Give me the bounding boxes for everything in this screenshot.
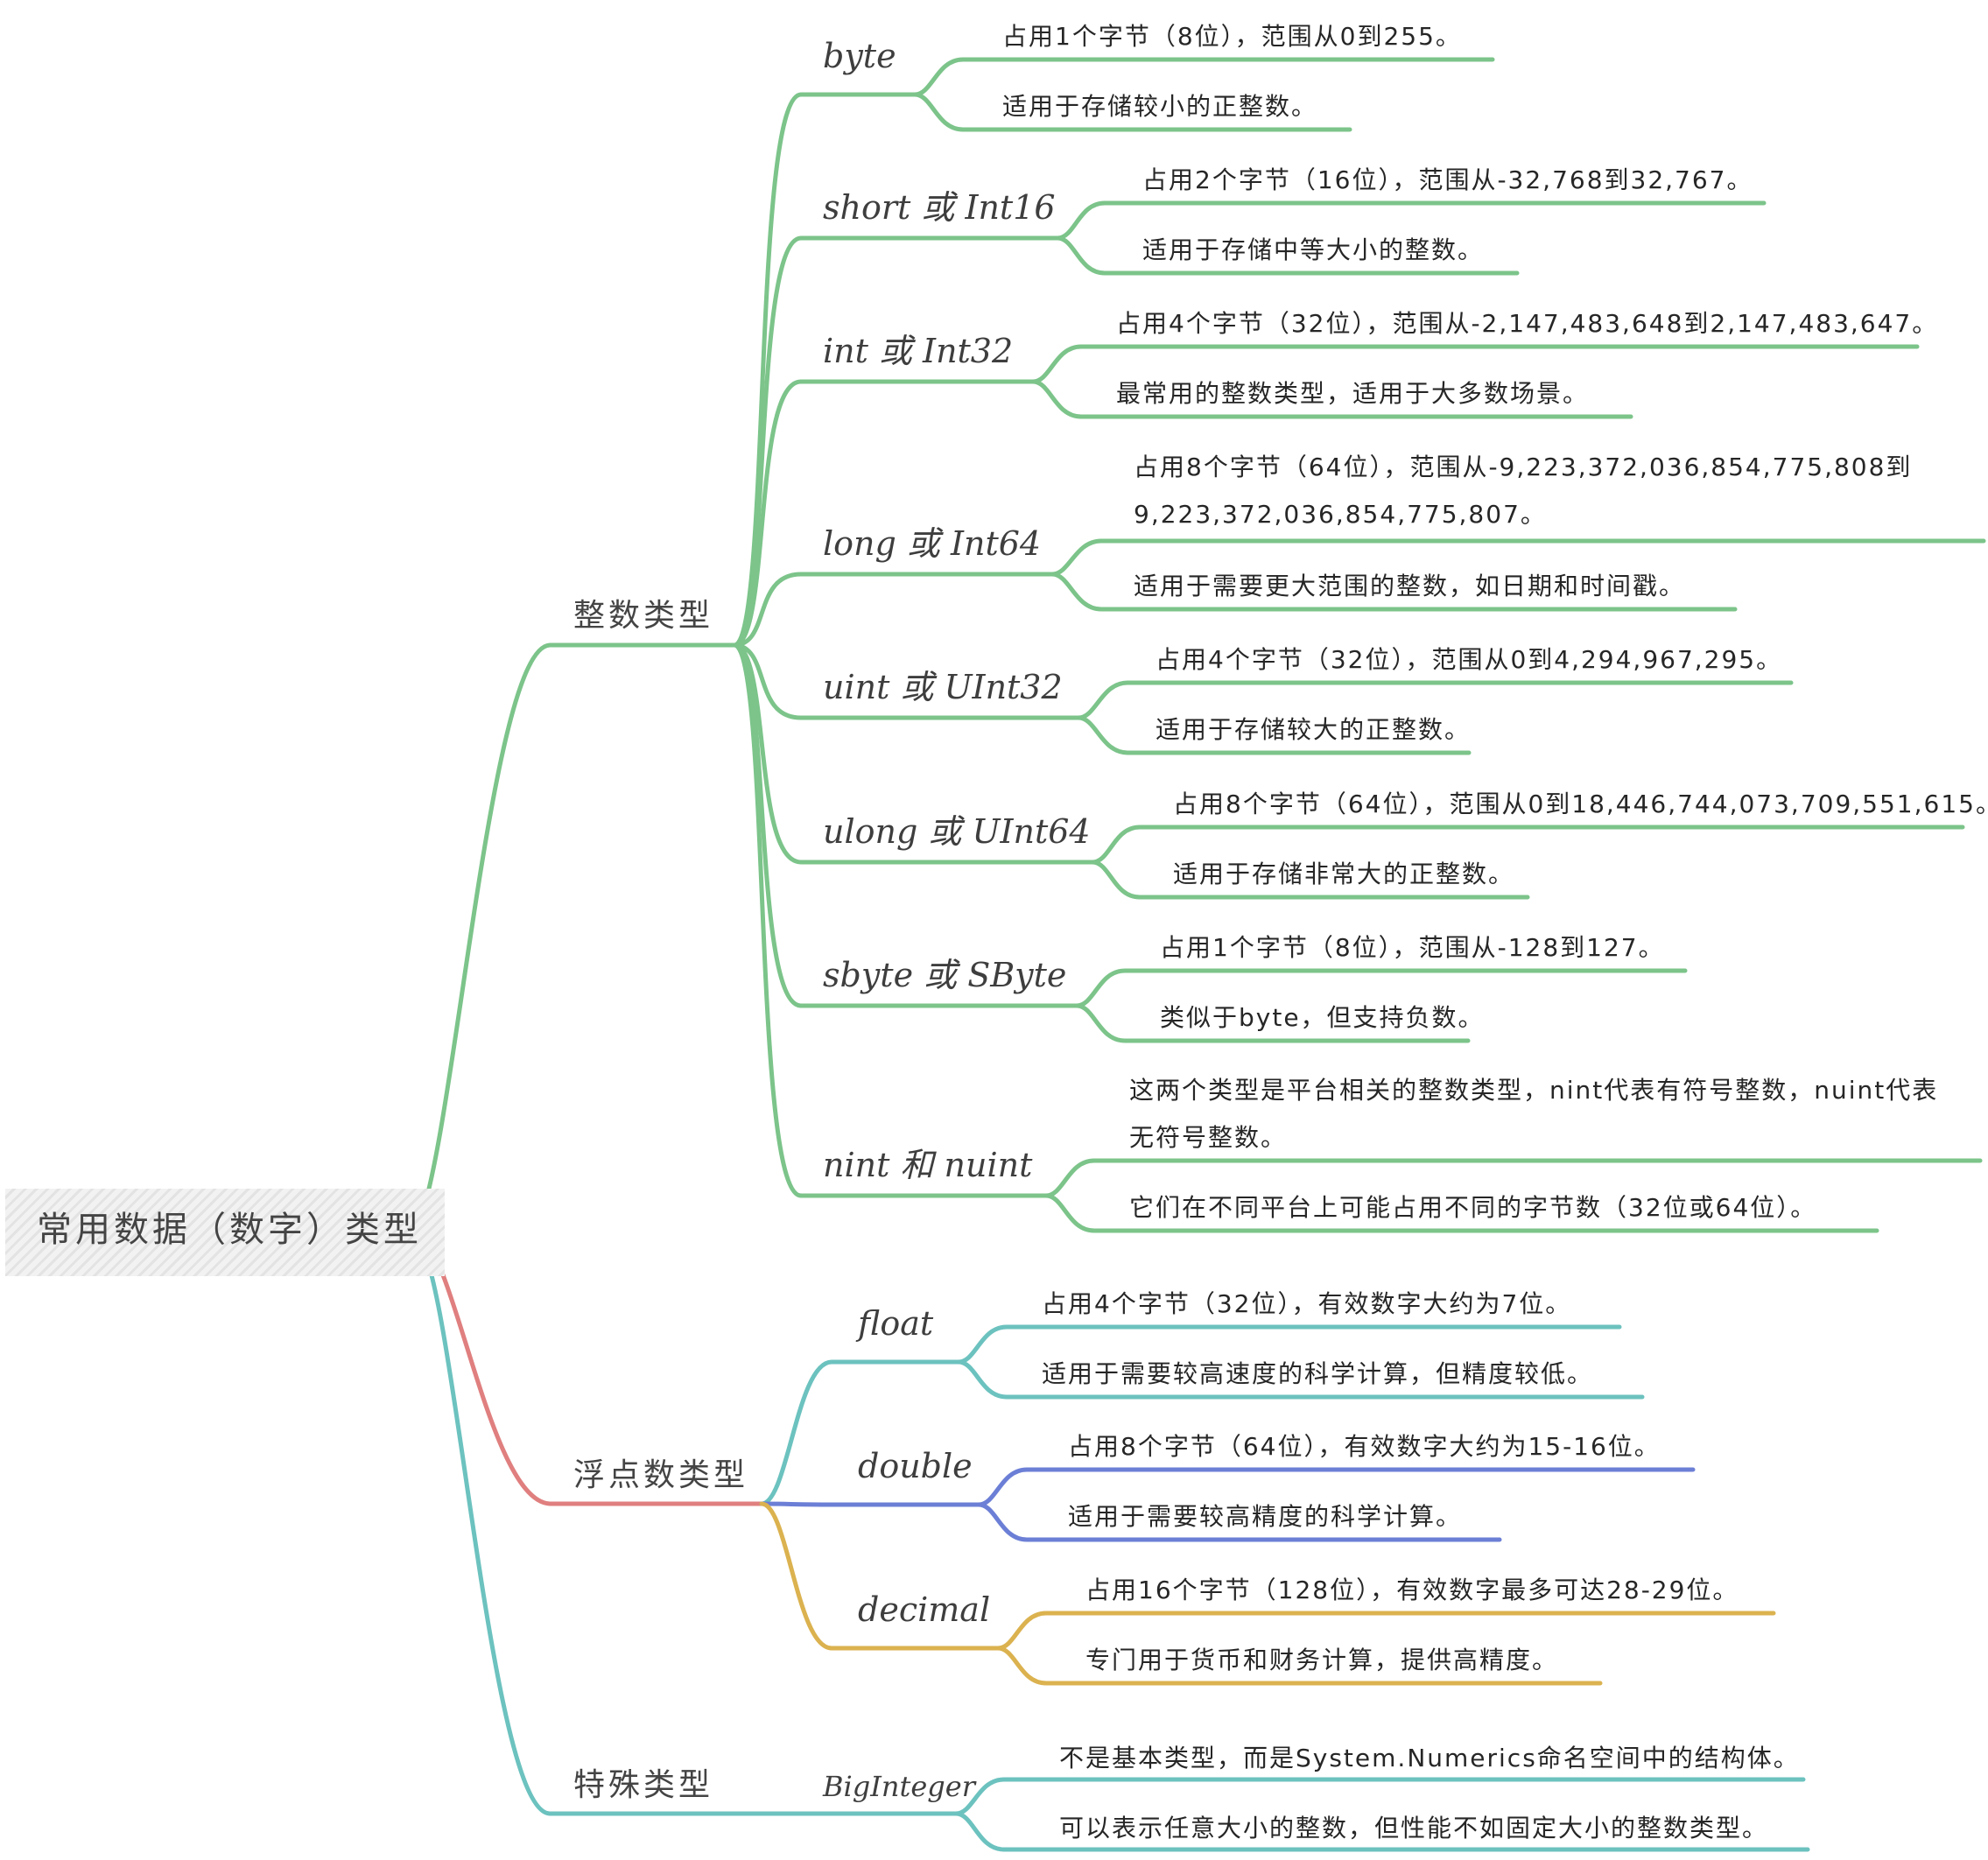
note-nint-1b: 无符号整数。 bbox=[1129, 1123, 1288, 1152]
root-node[interactable]: 常用数据（数字）类型 bbox=[37, 1210, 422, 1250]
root-to-special-connector bbox=[416, 1237, 740, 1816]
connector-biginteger-note-2 bbox=[953, 1811, 1810, 1852]
connector-int-note-1 bbox=[1030, 344, 1920, 384]
type-sbyte[interactable]: sbyte 或 SByte bbox=[823, 956, 1067, 994]
note-nint-2: 它们在不同平台上可能占用不同的字节数（32位或64位）。 bbox=[1129, 1193, 1817, 1222]
note-double-1: 占用8个字节（64位），有效数字大约为15-16位。 bbox=[1068, 1432, 1661, 1461]
branch-special[interactable]: 特殊类型 bbox=[573, 1767, 714, 1803]
connector-biginteger-note-1 bbox=[953, 1777, 1806, 1816]
note-float-1: 占用4个字节（32位），有效数字大约为7位。 bbox=[1042, 1289, 1572, 1318]
branch-integer[interactable]: 整数类型 bbox=[573, 598, 714, 634]
connector-uint bbox=[733, 642, 1081, 720]
note-ulong-1: 占用8个字节（64位），范围从0到18,446,744,073,709,551,… bbox=[1173, 790, 1988, 818]
connector-float-type bbox=[759, 1359, 961, 1506]
connector-special bbox=[416, 1237, 740, 1816]
type-nint[interactable]: nint 和 nuint bbox=[823, 1146, 1033, 1184]
note-ulong-2: 适用于存储非常大的正整数。 bbox=[1173, 860, 1515, 888]
connector-uint-note-2 bbox=[1076, 715, 1472, 755]
connector-short bbox=[733, 235, 1060, 648]
connector-sbyte-note-1 bbox=[1074, 968, 1688, 1008]
type-decimal[interactable]: decimal bbox=[858, 1590, 991, 1629]
connector-decimal-note-2 bbox=[995, 1646, 1603, 1686]
connector-long-note-1 bbox=[1050, 538, 1986, 577]
root-node-background bbox=[5, 1189, 445, 1276]
type-byte[interactable]: byte bbox=[823, 37, 896, 75]
note-short-1: 占用2个字节（16位），范围从-32,768到32,767。 bbox=[1142, 165, 1753, 194]
note-sbyte-1: 占用1个字节（8位），范围从-128到127。 bbox=[1160, 933, 1665, 962]
connector-double-note-1 bbox=[976, 1467, 1696, 1507]
branch-float[interactable]: 浮点数类型 bbox=[573, 1457, 749, 1493]
note-long-1a: 占用8个字节（64位），范围从-9,223,372,036,854,775,80… bbox=[1134, 453, 1913, 481]
root-to-integer-connector bbox=[416, 642, 738, 1226]
type-float[interactable]: float bbox=[858, 1304, 934, 1343]
type-double[interactable]: double bbox=[858, 1447, 973, 1485]
note-biginteger-2: 可以表示任意大小的整数，但性能不如固定大小的整数类型。 bbox=[1059, 1814, 1769, 1842]
connector-byte-note-1 bbox=[912, 57, 1495, 97]
note-int-1: 占用4个字节（32位），范围从-2,147,483,648到2,147,483,… bbox=[1116, 309, 1939, 338]
note-decimal-1: 占用16个字节（128位），有效数字最多可达28-29位。 bbox=[1085, 1576, 1739, 1604]
connector-nint-note-2 bbox=[1043, 1193, 1879, 1233]
type-short[interactable]: short 或 Int16 bbox=[823, 188, 1056, 227]
note-sbyte-2: 类似于byte，但支持负数。 bbox=[1160, 1003, 1485, 1032]
connector-ulong bbox=[733, 642, 1095, 865]
note-double-2: 适用于需要较高精度的科学计算。 bbox=[1068, 1502, 1463, 1531]
note-byte-2: 适用于存储较小的正整数。 bbox=[1002, 92, 1318, 121]
note-float-2: 适用于需要较高速度的科学计算，但精度较低。 bbox=[1042, 1359, 1594, 1388]
note-uint-2: 适用于存储较大的正整数。 bbox=[1156, 715, 1472, 744]
connector-decimal-note-1 bbox=[995, 1611, 1776, 1651]
note-byte-1: 占用1个字节（8位），范围从0到255。 bbox=[1002, 22, 1462, 51]
connector-double bbox=[759, 1501, 981, 1507]
connector-uint-note-1 bbox=[1076, 680, 1794, 720]
connector-integer bbox=[416, 642, 738, 1226]
type-biginteger[interactable]: BigInteger bbox=[823, 1770, 975, 1803]
connector-ulong-note-2 bbox=[1090, 860, 1530, 900]
connector-byte-note-2 bbox=[912, 92, 1352, 132]
connector-float-note-2 bbox=[956, 1359, 1645, 1400]
type-long[interactable]: long 或 Int64 bbox=[823, 524, 1042, 563]
connector-decimal bbox=[759, 1501, 1001, 1651]
connector-short-note-1 bbox=[1055, 200, 1767, 241]
type-ulong[interactable]: ulong 或 UInt64 bbox=[823, 812, 1091, 851]
connector-short-note-2 bbox=[1055, 235, 1520, 276]
connector-long-note-2 bbox=[1050, 572, 1738, 612]
connector-nint bbox=[733, 642, 1049, 1198]
note-short-2: 适用于存储中等大小的整数。 bbox=[1142, 235, 1485, 264]
connector-int-note-2 bbox=[1030, 379, 1633, 419]
type-int[interactable]: int 或 Int32 bbox=[823, 332, 1014, 370]
note-nint-1a: 这两个类型是平台相关的整数类型，nint代表有符号整数，nuint代表 bbox=[1129, 1076, 1939, 1105]
connector-sbyte-note-2 bbox=[1074, 1003, 1471, 1043]
connector-ulong-note-1 bbox=[1090, 825, 1965, 865]
connector-nint-note-1 bbox=[1043, 1158, 1983, 1198]
note-int-2: 最常用的整数类型，适用于大多数场景。 bbox=[1116, 379, 1590, 408]
connector-double-note-2 bbox=[976, 1502, 1502, 1542]
connector-long bbox=[733, 572, 1055, 648]
note-decimal-2: 专门用于货币和财务计算，提供高精度。 bbox=[1085, 1646, 1559, 1674]
type-uint[interactable]: uint 或 UInt32 bbox=[823, 668, 1063, 706]
connector-int bbox=[733, 379, 1036, 648]
note-long-1b: 9,223,372,036,854,775,807。 bbox=[1134, 500, 1547, 529]
connector-float-note-1 bbox=[956, 1324, 1622, 1365]
note-long-2: 适用于需要更大范围的整数，如日期和时间戳。 bbox=[1134, 572, 1686, 600]
note-biginteger-1: 不是基本类型，而是System.Numerics命名空间中的结构体。 bbox=[1059, 1744, 1800, 1772]
note-uint-1: 占用4个字节（32位），范围从0到4,294,967,295。 bbox=[1156, 645, 1783, 674]
